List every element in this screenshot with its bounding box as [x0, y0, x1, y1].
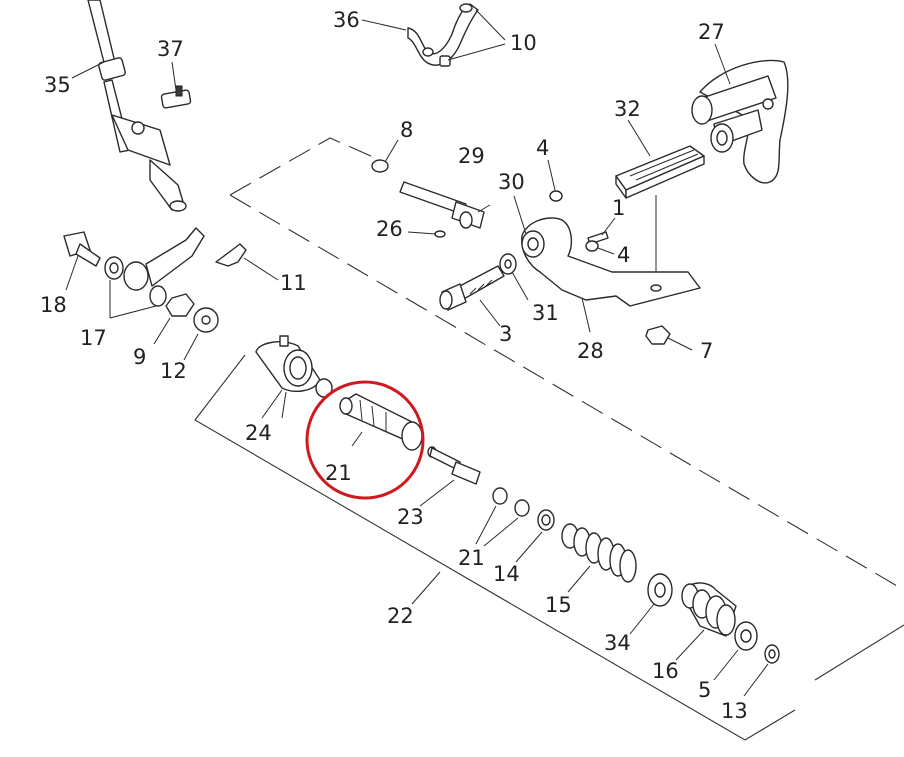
leader-27	[714, 43, 731, 85]
washer-part-5	[713, 621, 758, 681]
callout-32: 32	[614, 97, 641, 121]
nut-part-8	[371, 139, 399, 173]
callout-21-highlighted: 21	[325, 461, 352, 485]
callout-37: 37	[157, 37, 184, 61]
callout-30: 30	[498, 170, 525, 194]
callout-16: 16	[652, 659, 679, 683]
spring-part-15	[561, 523, 637, 593]
pushrod-part-23	[419, 446, 481, 507]
callout-14: 14	[493, 562, 520, 586]
callout-8: 8	[400, 118, 413, 142]
callout-29: 29	[458, 144, 485, 168]
callout-9: 9	[133, 345, 146, 369]
callout-13: 13	[721, 699, 748, 723]
washer-part-34	[629, 573, 673, 635]
callout-23: 23	[397, 505, 424, 529]
callout-24: 24	[245, 421, 272, 445]
leader-32	[627, 119, 651, 157]
callout-27: 27	[698, 20, 725, 44]
washer-part-31	[499, 253, 529, 301]
callout-12: 12	[160, 359, 187, 383]
screw-part-26	[407, 230, 446, 238]
banjo-bolt-part-18	[63, 231, 101, 291]
callout-35: 35	[44, 73, 71, 97]
callout-26: 26	[376, 217, 403, 241]
pedal-arm-part-28	[521, 217, 701, 307]
callout-15: 15	[545, 593, 572, 617]
washer-part-17	[104, 256, 167, 319]
lower-right-boundary	[814, 624, 904, 681]
leader-28	[581, 297, 591, 333]
callout-10: 10	[510, 31, 537, 55]
reservoir-part-24	[255, 335, 333, 419]
callout-4-lower: 4	[617, 243, 630, 267]
callout-11: 11	[280, 271, 307, 295]
callout-28: 28	[577, 339, 604, 363]
leader-22	[411, 571, 441, 605]
boot-part-16	[675, 582, 737, 661]
nut-part-4-upper	[547, 159, 563, 202]
washer-part-14	[515, 509, 555, 563]
hose-fitting	[123, 227, 205, 291]
lockwasher-part-12	[183, 307, 219, 361]
snapring-part-13	[743, 644, 780, 697]
sensor-part-37	[160, 85, 192, 109]
group-boundary-lines	[194, 137, 904, 741]
callout-31: 31	[532, 301, 559, 325]
pedal-pad-part-32	[615, 145, 705, 275]
nut-part-9	[153, 293, 195, 345]
hose-part-36	[407, 3, 479, 66]
callout-4-upper: 4	[536, 136, 549, 160]
pin-part-29	[399, 181, 491, 229]
nut-part-4-lower	[585, 240, 615, 255]
callout-5: 5	[698, 678, 711, 702]
callout-18: 18	[40, 293, 67, 317]
callout-22: 22	[387, 604, 414, 628]
callout-36: 36	[333, 8, 360, 32]
clamp-part-10	[439, 9, 506, 67]
nut-part-7	[645, 325, 693, 351]
leader-37	[171, 61, 177, 91]
callout-7: 7	[700, 339, 713, 363]
pivot-bracket-part-27	[691, 59, 789, 184]
master-cylinder-part-21	[339, 393, 423, 451]
callout-3: 3	[499, 322, 512, 346]
callout-34: 34	[604, 631, 631, 655]
clip-part-11	[215, 243, 279, 281]
bolt-part-3	[439, 265, 505, 327]
callout-21: 21	[458, 546, 485, 570]
callout-17: 17	[80, 326, 107, 350]
upper-group-boundary	[229, 137, 381, 196]
callout-1: 1	[612, 196, 625, 220]
callout-labels: 36 10 27 37 35 32 8 29 4 30 1 26 4 11 18…	[40, 8, 748, 723]
seal-part-21	[475, 487, 530, 547]
highlight-circle-part-21	[305, 380, 425, 500]
screw-part-1	[587, 217, 616, 245]
cable-part-35	[87, 0, 187, 212]
lower-group-boundary	[194, 354, 796, 741]
upper-group-dashed-diagonal	[229, 194, 904, 591]
leader-35	[71, 61, 105, 79]
leader-36	[361, 19, 407, 31]
leader-30	[513, 195, 527, 235]
